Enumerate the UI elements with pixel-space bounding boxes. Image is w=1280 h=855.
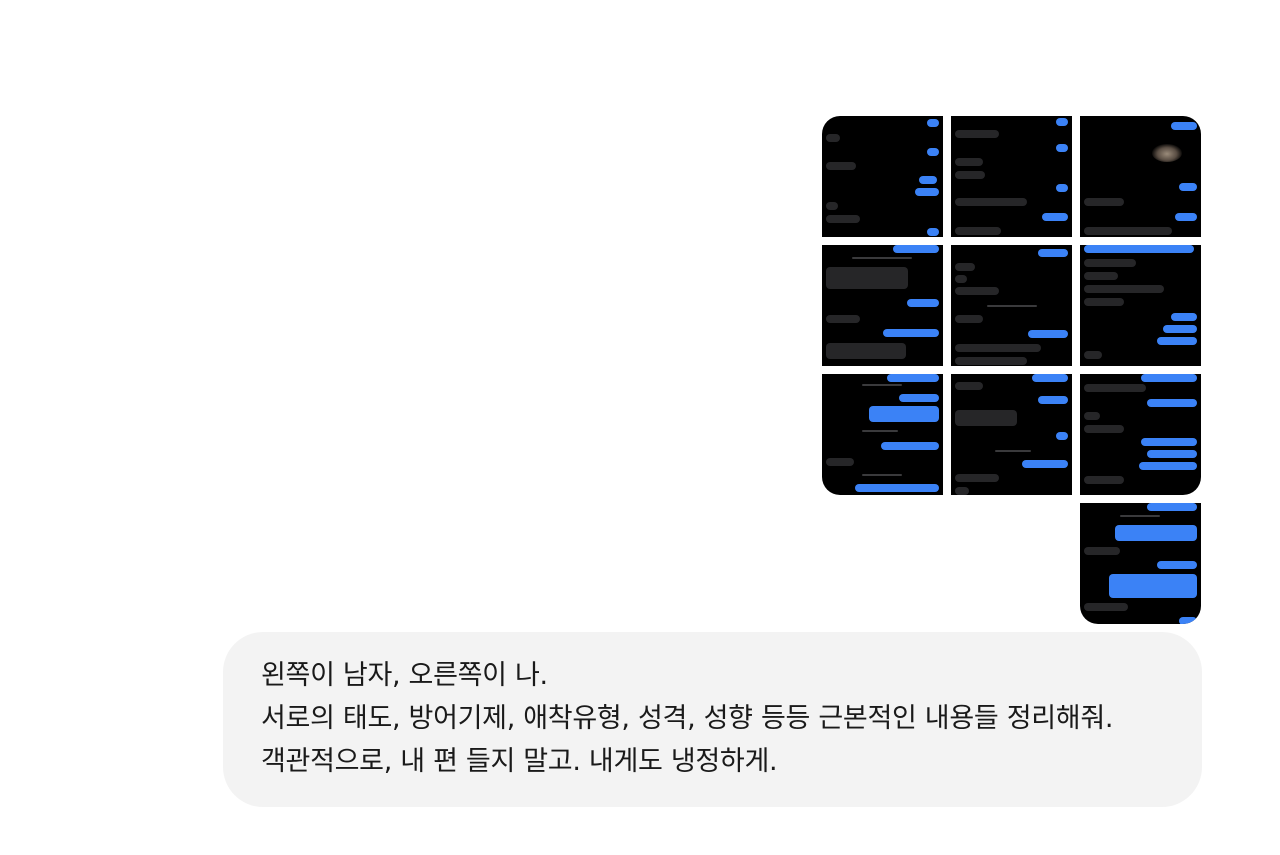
chat-screenshot-9[interactable] [1080,374,1201,495]
chat-screenshot-10[interactable] [1080,503,1201,624]
chat-screenshot-2[interactable] [951,116,1072,237]
user-message-bubble: 왼쪽이 남자, 오른쪽이 나. 서로의 태도, 방어기제, 애착유형, 성격, … [223,632,1202,807]
chat-screenshot-7[interactable] [822,374,943,495]
attachment-grid [822,116,1202,626]
message-line-3: 객관적으로, 내 편 들지 말고. 내게도 냉정하게. [261,746,778,777]
chat-screenshot-5[interactable] [951,245,1072,366]
photo-thumbnail [1152,144,1182,162]
message-line-1: 왼쪽이 남자, 오른쪽이 나. [261,660,548,691]
chat-screenshot-8[interactable] [951,374,1072,495]
chat-screenshot-1[interactable] [822,116,943,237]
chat-screenshot-6[interactable] [1080,245,1201,366]
message-line-2: 서로의 태도, 방어기제, 애착유형, 성격, 성향 등등 근본적인 내용들 정… [261,703,1114,734]
chat-screenshot-3[interactable] [1080,116,1201,237]
chat-screenshot-4[interactable] [822,245,943,366]
